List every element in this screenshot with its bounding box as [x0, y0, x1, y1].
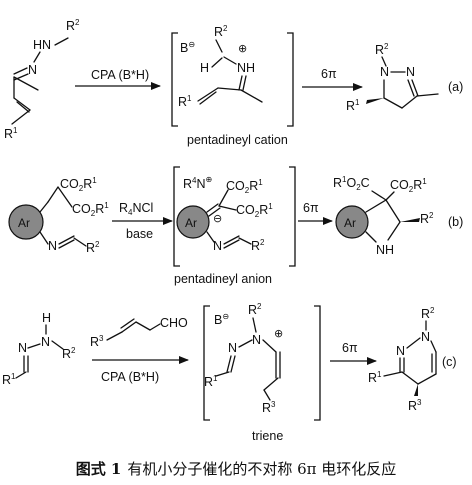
- arrow-6pi-b: 6π: [298, 201, 333, 225]
- arrow-b: R4NCl base: [112, 201, 173, 241]
- atom-n1: N: [421, 330, 430, 344]
- plus-charge-icon: ⊕: [274, 328, 283, 340]
- reagent-a: CPA (B*H): [91, 68, 149, 82]
- atom-n: N: [28, 63, 37, 77]
- ester-1: CO2R1: [60, 176, 97, 193]
- label-r3: R3: [262, 400, 276, 415]
- label-r1: R1: [204, 374, 218, 389]
- label-r1: R1: [346, 98, 360, 113]
- step-b: 6π: [303, 201, 319, 215]
- aryl-label: Ar: [18, 216, 30, 230]
- tag-a: (a): [448, 80, 463, 94]
- label-r2: R2: [86, 240, 100, 255]
- intermediate-name-b: pentadineyl anion: [174, 272, 272, 286]
- triene-intermediate: B⊖ R2 ⊕ N N R3 R1 triene: [204, 302, 283, 443]
- hydrazone-a: HN R2 N R1: [4, 18, 80, 141]
- aldehyde-cho: CHO: [160, 316, 188, 330]
- ester-2: CO2R1: [236, 202, 273, 219]
- label-r2: R2: [66, 18, 80, 33]
- label-base-anion: B⊖: [180, 40, 195, 55]
- atom-h: H: [42, 311, 51, 325]
- caption-label: 图式 1: [75, 460, 122, 478]
- reagent-c: CPA (B*H): [101, 370, 159, 384]
- minus-charge-icon: ⊖: [213, 213, 222, 225]
- step-a: 6π: [321, 67, 337, 81]
- reagent-bottom-b: base: [126, 227, 153, 241]
- plus-charge-icon: ⊕: [238, 43, 247, 55]
- ester-left: R1O2C: [333, 175, 370, 192]
- ester-2: CO2R1: [72, 201, 109, 218]
- reaction-b: Ar CO2R1 CO2R1 N R2 R4NCl base R4N⊕ Ar: [8, 166, 463, 286]
- tag-c: (c): [442, 355, 457, 369]
- label-r2: R2: [62, 346, 76, 361]
- dihydropyridazine-product: R2 N N R1 R3: [368, 306, 437, 413]
- cation-intermediate: B⊖ R2 H NH ⊕ R1 pentadineyl cation: [178, 24, 288, 147]
- arrow-6pi-a: 6π: [302, 67, 363, 91]
- atom-h: H: [200, 61, 209, 75]
- aryl-label: Ar: [344, 216, 356, 230]
- atom-n: N: [48, 239, 57, 253]
- label-r2: R2: [421, 306, 435, 321]
- reaction-a: HN R2 N R1 CPA (B*H) B⊖ R2 H: [4, 18, 463, 147]
- indoline-product: R1O2C CO2R1 Ar R2 NH: [333, 175, 434, 257]
- step-c: 6π: [342, 341, 358, 355]
- ammonium-cation: R4N⊕: [183, 175, 212, 191]
- label-r3: R3: [90, 334, 104, 349]
- label-r2: R2: [375, 42, 389, 57]
- atom-n2: N: [396, 344, 405, 358]
- atom-n2: N: [406, 65, 415, 79]
- pyrazoline-product: R2 N N R1: [346, 42, 439, 113]
- label-r3: R3: [408, 398, 422, 413]
- atom-n: N: [213, 239, 222, 253]
- tag-b: (b): [448, 215, 463, 229]
- label-r1: R1: [4, 126, 18, 141]
- aryl-label: Ar: [185, 216, 197, 230]
- label-r2: R2: [251, 238, 265, 253]
- atom-n-plus: N: [252, 333, 261, 347]
- ester-1: CO2R1: [226, 178, 263, 195]
- figure-caption: 图式 1 有机小分子催化的不对称 6π 电环化反应: [0, 458, 472, 479]
- label-r1: R1: [178, 94, 192, 109]
- reaction-c: H N R2 N R1 R3 CHO CPA (B*H): [2, 302, 457, 443]
- label-r1: R1: [2, 372, 16, 387]
- atom-n: N: [18, 341, 27, 355]
- arrow-c: CPA (B*H): [92, 356, 189, 384]
- label-r2: R2: [248, 302, 262, 317]
- label-base-anion: B⊖: [214, 312, 229, 327]
- reagent-top-b: R4NCl: [119, 201, 153, 217]
- intermediate-name-c: triene: [252, 429, 283, 443]
- atom-hn: HN: [33, 38, 51, 52]
- atom-n: N: [41, 335, 50, 349]
- enal-reagent: R3 CHO: [90, 316, 188, 349]
- caption-text: 有机小分子催化的不对称 6π 电环化反应: [127, 460, 397, 478]
- intermediate-name-a: pentadineyl cation: [187, 133, 288, 147]
- atom-nh: NH: [237, 61, 255, 75]
- label-r2: R2: [214, 24, 228, 39]
- arrow-6pi-c: 6π: [330, 341, 377, 365]
- ester-right: CO2R1: [390, 177, 427, 194]
- aryl-malonate: Ar CO2R1 CO2R1 N R2: [8, 176, 109, 255]
- hydrazone-c: H N R2 N R1: [2, 311, 76, 387]
- atom-n1: N: [380, 65, 389, 79]
- anion-intermediate: R4N⊕ Ar CO2R1 CO2R1 ⊖ N R2 pentadineyl a…: [174, 175, 273, 286]
- arrow-a: CPA (B*H): [75, 68, 161, 90]
- atom-n: N: [228, 341, 237, 355]
- atom-nh: NH: [376, 243, 394, 257]
- label-r2: R2: [420, 211, 434, 226]
- label-r1: R1: [368, 370, 382, 385]
